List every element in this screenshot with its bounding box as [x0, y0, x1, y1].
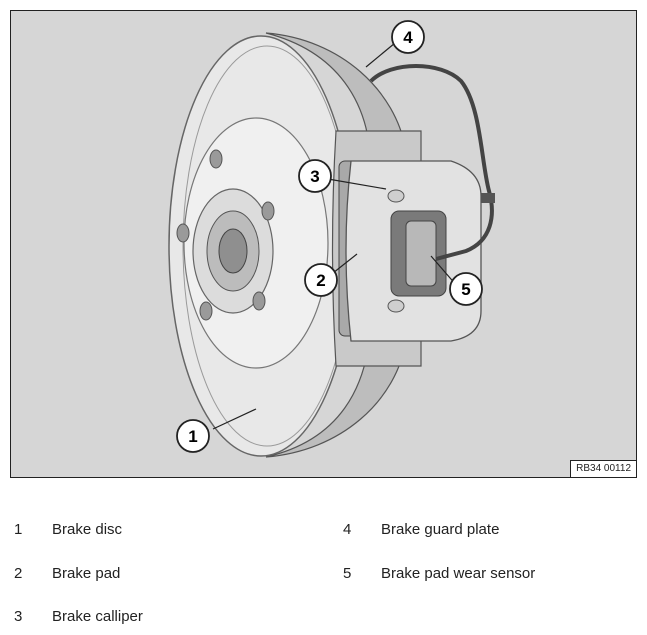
callout-2: 2 — [304, 263, 338, 297]
legend-number: 4 — [343, 521, 352, 538]
svg-text:3: 3 — [310, 167, 319, 186]
legend-label: Brake pad wear sensor — [381, 565, 536, 582]
legend-number: 2 — [14, 565, 23, 582]
svg-text:2: 2 — [316, 271, 325, 290]
lug-holes — [176, 149, 275, 321]
svg-text:4: 4 — [403, 28, 413, 47]
reference-code: RB34 00112 — [570, 460, 636, 477]
legend-label: Brake guard plate — [381, 521, 500, 538]
svg-text:1: 1 — [188, 427, 197, 446]
legend-number: 3 — [14, 608, 23, 625]
legend-number: 5 — [343, 565, 352, 582]
brake-assembly-figure: 1 2 3 4 5 RB34 00112 — [10, 10, 637, 478]
callout-5: 5 — [449, 272, 483, 306]
legend-number: 1 — [14, 521, 23, 538]
callout-3: 3 — [298, 159, 332, 193]
legend-label: Brake pad — [52, 565, 121, 582]
callout-1: 1 — [176, 419, 210, 453]
brake-pad-wear-sensor — [369, 64, 494, 261]
callout-4: 4 — [391, 20, 425, 54]
svg-text:5: 5 — [461, 280, 470, 299]
legend-label: Brake disc — [52, 521, 123, 538]
brake-assembly-illustration: 1 2 3 4 5 — [168, 20, 495, 458]
legend-label: Brake calliper — [52, 608, 143, 625]
